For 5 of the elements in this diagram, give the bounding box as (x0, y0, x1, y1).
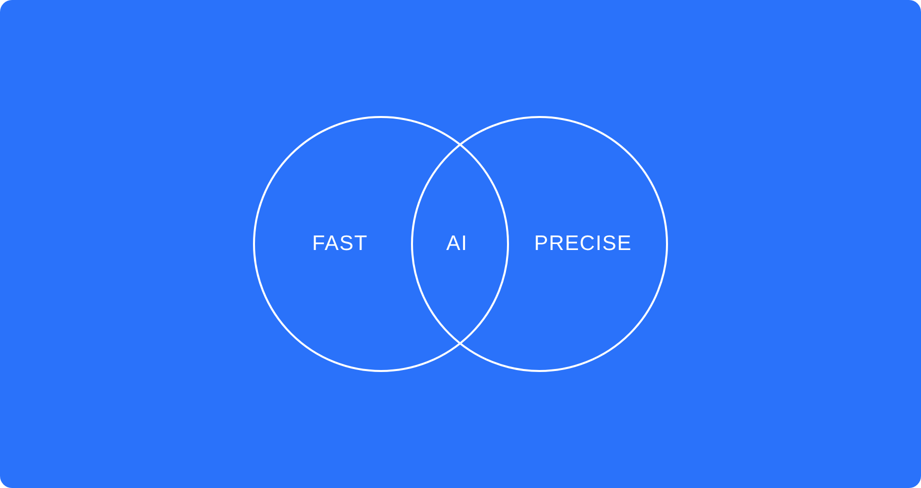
venn-circle (253, 116, 509, 372)
set-label: FAST (312, 232, 368, 256)
overlap-label: AI (446, 232, 468, 256)
set-label: PRECISE (534, 232, 632, 256)
venn-circle (411, 116, 668, 372)
